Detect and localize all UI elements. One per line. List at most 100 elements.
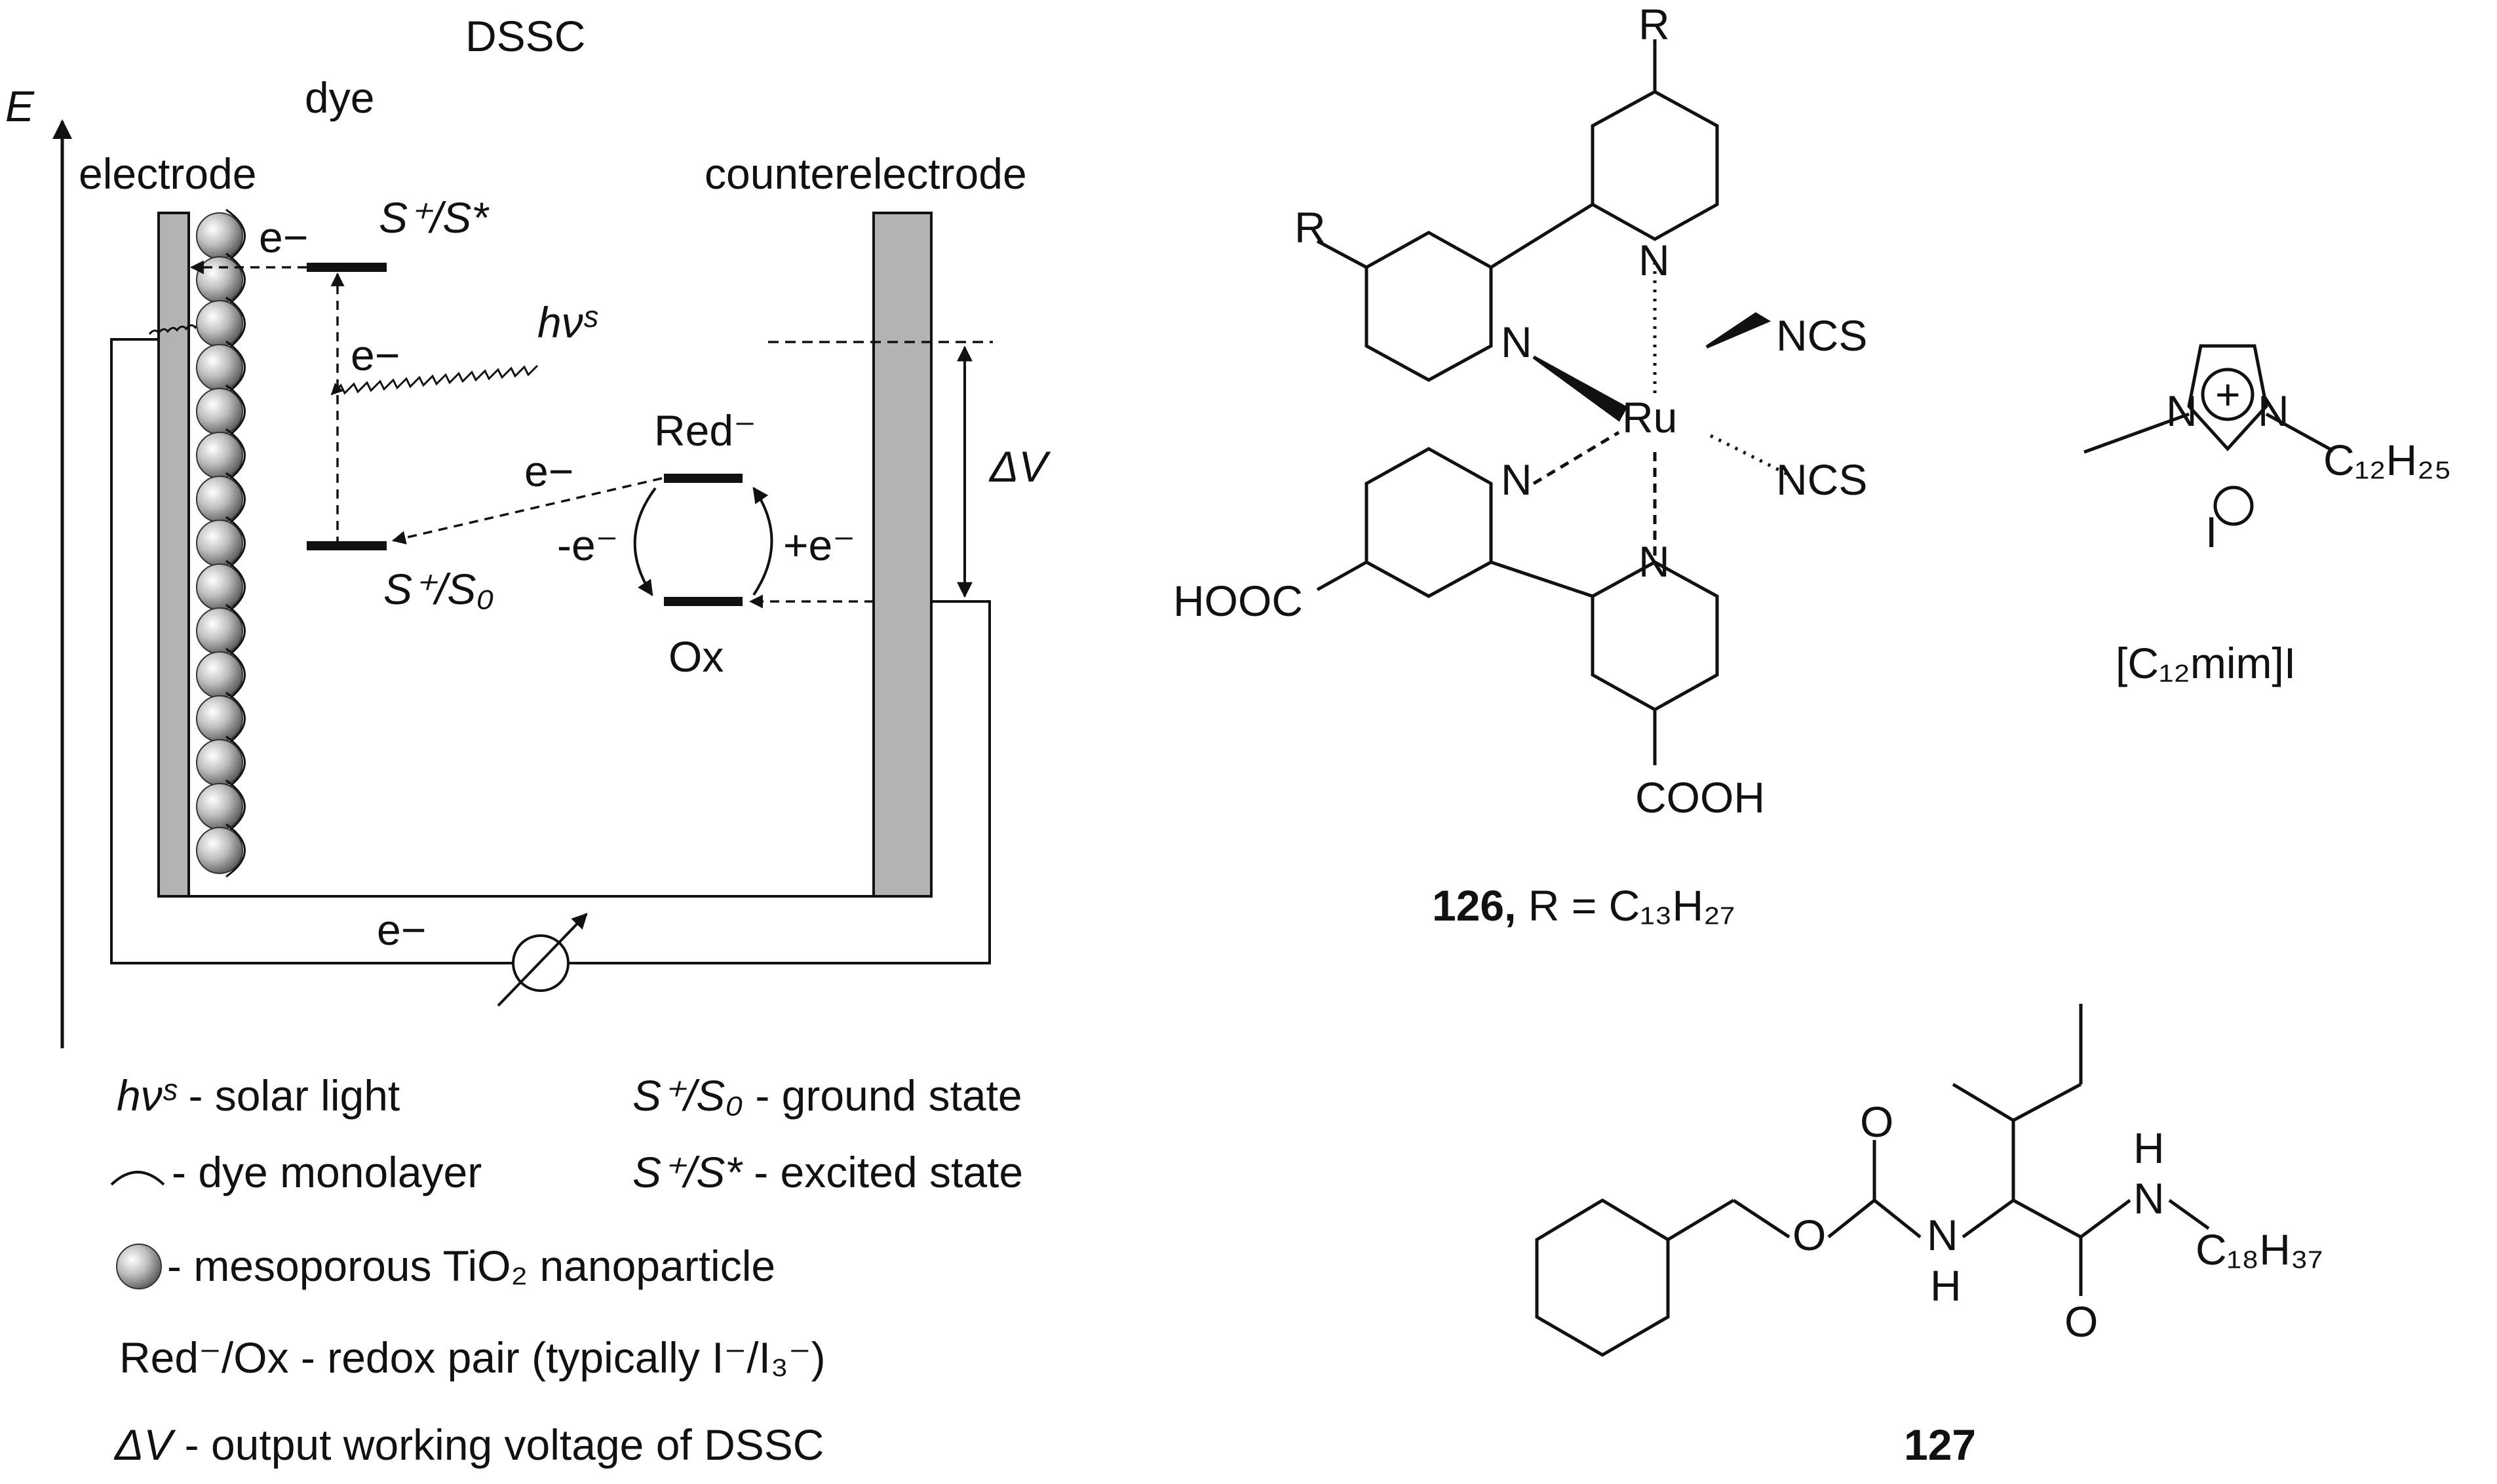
tio2-nanoparticle: [196, 432, 243, 479]
plus-e-label: +e⁻: [783, 521, 855, 569]
tio2-nanoparticle: [196, 607, 243, 655]
legend-dye-monolayer: - dye monolayer: [172, 1148, 482, 1196]
atom-label: N: [1638, 236, 1670, 284]
atom-label: O: [1860, 1097, 1893, 1146]
excitation-electron-label: e−: [351, 331, 400, 379]
tio2-nanoparticle-layer: [196, 208, 246, 878]
tio2-nanoparticle: [196, 344, 243, 391]
pyridine-ring: [1365, 447, 1493, 598]
atom-label: H: [1930, 1261, 1962, 1310]
structure-127-labels: O O N H H N O C₁₈H₃₇ 127: [1792, 1097, 2323, 1469]
dye-monolayer-arc: [225, 340, 246, 395]
legend-delta-v: ΔV - output working voltage of DSSC: [113, 1420, 824, 1469]
electrode-label: electrode: [79, 149, 257, 198]
tio2-nanoparticle: [196, 783, 243, 830]
atom-label: N: [1501, 318, 1532, 366]
legend-excited-state: S⁺/S* - excited state: [632, 1148, 1023, 1196]
dye-monolayer-arc: [225, 779, 246, 834]
dye-monolayer-arc: [225, 208, 246, 263]
pyridine-ring: [1365, 231, 1493, 382]
tio2-nanoparticle: [196, 388, 243, 435]
tio2-nanoparticle: [196, 300, 243, 347]
tio2-nanoparticle: [196, 739, 243, 786]
atom-label: N: [1501, 455, 1532, 504]
wedge-bond: [1705, 312, 1771, 349]
legend-tio2: - mesoporous TiO₂ nanoparticle: [167, 1242, 775, 1290]
photon-label: hνˢ: [537, 298, 598, 347]
atom-label: I: [2205, 508, 2217, 556]
electrode-plate: [157, 212, 190, 898]
legend: hνˢ - solar light - dye monolayer - meso…: [110, 1071, 1023, 1469]
tio2-nanoparticle: [196, 256, 243, 303]
tio2-nanoparticle: [196, 827, 243, 874]
pyridine-ring: [1591, 90, 1719, 241]
legend-dye-arc-icon: [110, 1171, 165, 1186]
dye-monolayer-arc: [225, 252, 246, 307]
atom-label: N: [2166, 387, 2197, 435]
atom-label: +: [2215, 370, 2241, 419]
red-label: Red⁻: [654, 406, 756, 455]
tio2-nanoparticle: [196, 563, 243, 611]
ionic-liquid-labels: N N + C₁₂H₂₅ I [C₁₂mim]I: [2116, 370, 2451, 687]
ground-state-label: S⁺/S₀: [383, 565, 494, 613]
dye-monolayer-arc: [225, 384, 246, 439]
energy-axis-label: E: [5, 82, 35, 130]
atom-label: COOH: [1635, 773, 1765, 822]
legend-sphere-icon: [116, 1244, 162, 1289]
atom-label: R: [1638, 0, 1670, 48]
load-meter: [497, 913, 588, 1007]
dssc-diagram: DSSC dye E electrode counterelectrode e−…: [5, 12, 1051, 1469]
excited-state-label: S⁺/S*: [379, 193, 490, 242]
dye-monolayer-arc: [225, 823, 246, 878]
atom-label: N: [1927, 1211, 1958, 1259]
external-circuit: [110, 338, 991, 964]
atom-label: C₁₈H₃₇: [2196, 1225, 2323, 1274]
tio2-nanoparticle: [196, 651, 243, 698]
ionic-liquid-structure: [2083, 344, 2334, 526]
positive-charge-circle: [2201, 368, 2255, 421]
atom-label: NCS: [1776, 311, 1867, 360]
atom-label: N: [2258, 387, 2289, 435]
atom-label: NCS: [1776, 455, 1867, 504]
compound-126-caption: 126, R = C₁₃H₂₇: [1432, 881, 1735, 930]
atom-label: O: [2064, 1297, 2098, 1346]
tio2-nanoparticle: [196, 520, 243, 567]
atom-label: H: [2133, 1124, 2165, 1172]
dye-monolayer-arc: [225, 735, 246, 790]
wedge-bond: [1532, 355, 1628, 422]
legend-redox-pair: Red⁻/Ox - redox pair (typically I⁻/I₃⁻): [119, 1333, 826, 1382]
counterelectrode-plate: [872, 212, 933, 898]
dye-label: dye: [305, 73, 374, 122]
atom-label: N: [1638, 537, 1670, 586]
benzene-ring: [1535, 1198, 1670, 1357]
atom-label: C₁₂H₂₅: [2323, 436, 2451, 484]
atom-label: HOOC: [1173, 577, 1303, 625]
regeneration-electron-label: e−: [524, 447, 573, 495]
oxidation-arc: [633, 487, 657, 597]
structure-127: [1535, 1004, 2210, 1357]
negative-charge-circle: [2213, 485, 2254, 526]
structure-126: [1316, 39, 1790, 765]
minus-e-label: -e⁻: [557, 521, 619, 569]
dye-monolayer-arc: [225, 603, 246, 658]
legend-solar-light: hνˢ - solar light: [117, 1071, 400, 1120]
ionic-liquid-name: [C₁₂mim]I: [2116, 639, 2296, 687]
dye-monolayer-arc: [225, 296, 246, 351]
dye-monolayer-arc: [225, 560, 246, 615]
circuit-electron-label: e−: [377, 905, 426, 954]
dye-monolayer-arc: [225, 647, 246, 702]
dye-monolayer-arc: [225, 691, 246, 746]
delta-v-label: ΔV: [988, 442, 1051, 491]
structure-126-labels: R R N N N N Ru NCS NCS HOOC COOH 126, R …: [1173, 0, 1867, 930]
atom-label: O: [1792, 1211, 1826, 1259]
dye-monolayer-arc: [225, 472, 246, 527]
photon-wavy-arrow: [330, 364, 539, 396]
tio2-nanoparticle: [196, 476, 243, 523]
compound-127-caption: 127: [1904, 1420, 1976, 1469]
atom-label: Ru: [1622, 393, 1677, 442]
atom-label: N: [2133, 1174, 2165, 1223]
injection-electron-label: e−: [259, 213, 308, 261]
dye-monolayer-arc: [225, 428, 246, 483]
tio2-nanoparticle: [196, 695, 243, 742]
